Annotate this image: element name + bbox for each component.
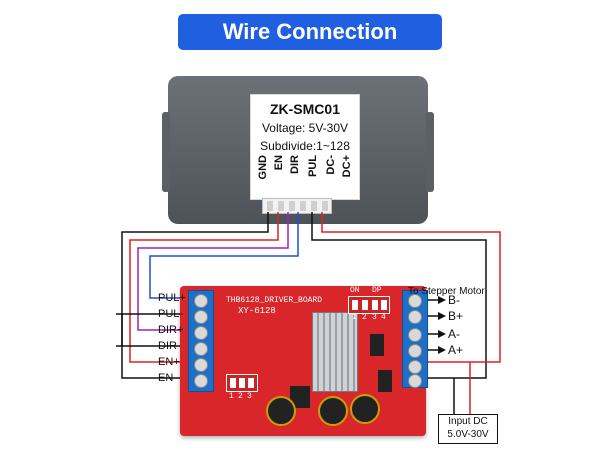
dip-switch-3[interactable]: [226, 374, 258, 392]
right-terminal-block: [402, 290, 428, 388]
dip-dp-label: DP: [372, 286, 382, 295]
regulator-chip: [290, 386, 310, 408]
heatsink: [312, 312, 358, 392]
left-terminal-block: [188, 290, 214, 392]
wire-dc-minus: [311, 212, 487, 379]
board-name: THB6128_DRIVER_BOARD: [226, 296, 323, 305]
label-en-plus: EN+: [158, 356, 180, 368]
input-dc-box: Input DC 5.0V-30V: [438, 414, 498, 444]
dip-num-2: 2: [362, 313, 367, 322]
dip-small-1: 1: [229, 392, 234, 401]
wire-en: [129, 212, 279, 363]
module-model: ZK-SMC01: [269, 101, 340, 117]
diode-chip-2: [378, 370, 392, 392]
capacitor-2: [318, 396, 348, 426]
title-banner: Wire Connection: [178, 14, 442, 50]
capacitor-3: [350, 394, 380, 424]
label-pul-plus: PUL+: [158, 292, 186, 304]
label-b-plus: B+: [448, 309, 464, 323]
label-en-minus: EN-: [158, 372, 177, 384]
dip-small-3: 3: [247, 392, 252, 401]
label-dir-minus: DIR-: [158, 340, 181, 352]
input-dc-line2: 5.0V-30V: [447, 429, 489, 440]
dip-num-1: 1: [352, 313, 357, 322]
module-subdivide: Subdivide:1~128: [260, 139, 350, 153]
wire-dc-plus: [321, 212, 501, 363]
dip-num-3: 3: [372, 313, 377, 322]
wire-pul: [149, 212, 299, 299]
banner-title: Wire Connection: [222, 19, 398, 44]
module-connector: [262, 198, 332, 214]
motor-title: To Stepper Motor: [408, 286, 485, 297]
label-a-plus: A+: [448, 343, 464, 357]
wire-gnd: [121, 212, 269, 379]
label-b-minus: B-: [448, 293, 460, 307]
label-dir-plus: DIR+: [158, 324, 184, 336]
module-voltage: Voltage: 5V-30V: [261, 121, 349, 135]
module-side-tab-left: [162, 112, 170, 192]
diode-chip: [370, 334, 384, 356]
board-model: XY-6128: [238, 306, 276, 316]
dip-on-label: ON: [350, 286, 360, 295]
dip-switch-4[interactable]: [348, 296, 390, 314]
label-a-minus: A-: [448, 327, 460, 341]
dip-small-2: 2: [238, 392, 243, 401]
module-side-tab-right: [426, 112, 434, 192]
capacitor-1: [266, 396, 296, 426]
input-dc-line1: Input DC: [448, 416, 488, 427]
wire-dir: [137, 212, 289, 331]
dip-num-4: 4: [381, 313, 386, 322]
label-pul-minus: PUL-: [158, 308, 184, 320]
